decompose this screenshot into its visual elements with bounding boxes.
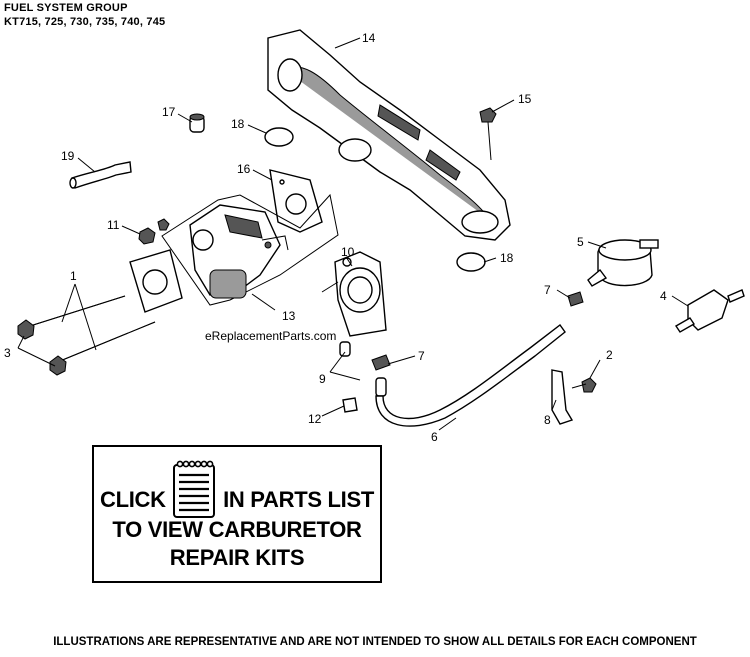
mounting-bolt: [479, 107, 497, 161]
carburetor-repair-kits-link[interactable]: CLICK IN PARTS LIST TO VIEW CARBURETOR R…: [92, 445, 382, 583]
callout-7a: 7: [544, 283, 551, 297]
fitting: [375, 377, 387, 397]
callout-10: 10: [341, 245, 355, 259]
elbow-fitting: [342, 397, 358, 413]
callout-16: 16: [237, 162, 251, 176]
fuel-filter-large: [587, 239, 659, 287]
fuel-pump: [321, 251, 387, 357]
callout-11: 11: [107, 218, 120, 232]
callout-13: 13: [282, 309, 296, 323]
stud-nut-upper: [17, 319, 35, 340]
gasket-lower: [456, 252, 486, 272]
callout-12: 12: [308, 412, 322, 426]
parts-list-icon[interactable]: [172, 459, 216, 519]
in-parts-list-label: IN PARTS LIST: [223, 487, 374, 512]
callout-15: 15: [518, 92, 532, 106]
callout-8: 8: [544, 413, 551, 427]
callout-2: 2: [606, 348, 613, 362]
studs: [29, 295, 156, 362]
repair-kits-line3: REPAIR KITS: [169, 545, 305, 570]
small-nut: [157, 218, 170, 231]
callout-5: 5: [577, 235, 584, 249]
callout-18a: 18: [231, 117, 245, 131]
carburetor: [161, 193, 339, 306]
vent-hose: [69, 161, 132, 189]
leader-lines: [17, 37, 689, 431]
callout-6: 6: [431, 430, 438, 444]
intake-manifold: [267, 29, 511, 241]
callout-3: 3: [4, 346, 11, 360]
watermark: eReplacementParts.com: [205, 329, 336, 343]
fuel-line: [375, 324, 566, 427]
callout-1: 1: [70, 269, 77, 283]
bracket: [551, 369, 574, 425]
plug: [189, 113, 205, 133]
callout-7b: 7: [418, 349, 425, 363]
nut: [138, 227, 156, 245]
disclaimer-footer: ILLUSTRATIONS ARE REPRESENTATIVE AND ARE…: [53, 636, 697, 648]
callout-4: 4: [660, 289, 667, 303]
gasket-upper: [264, 127, 294, 147]
model-list: KT715, 725, 730, 735, 740, 745: [4, 16, 166, 28]
stud-nut-lower: [49, 355, 67, 376]
click-label: CLICK: [100, 487, 166, 512]
carburetor-gasket: [269, 169, 323, 233]
callout-17: 17: [162, 105, 176, 119]
repair-kits-line2: TO VIEW CARBURETOR: [112, 517, 362, 542]
fuel-filter-small: [675, 289, 745, 333]
spacer-gasket: [129, 249, 183, 313]
callout-14: 14: [362, 31, 376, 45]
hose-clamp: [371, 291, 584, 371]
bracket-screw: [571, 377, 597, 393]
callout-18b: 18: [500, 251, 514, 265]
callout-9: 9: [319, 372, 326, 386]
callout-19: 19: [61, 149, 75, 163]
diagram-title: FUEL SYSTEM GROUP: [4, 2, 128, 14]
callout-labels: 1 2 3 4 5 6 7 7 8 9 10 11 12 13 14 15 16…: [4, 31, 667, 444]
